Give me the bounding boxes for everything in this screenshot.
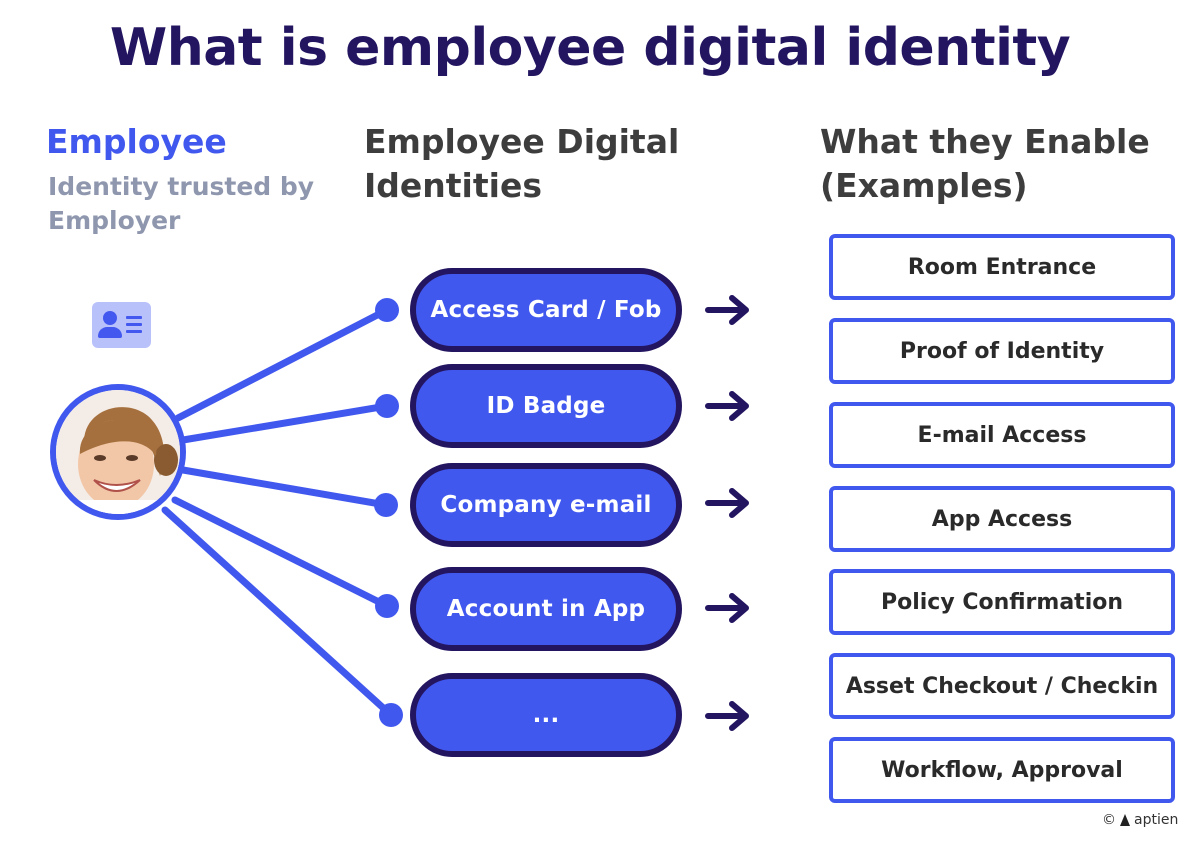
- employee-subheading: Identity trusted by Employer: [48, 170, 314, 238]
- id-card-line: [126, 323, 142, 326]
- id-card-line: [126, 316, 142, 319]
- connector-dot: [375, 298, 399, 322]
- identity-pill-account-in-app: Account in App: [410, 567, 682, 651]
- arrow-right-icon: [705, 593, 749, 623]
- enable-box-asset-checkout: Asset Checkout / Checkin: [829, 653, 1175, 719]
- identity-pill-access-card: Access Card / Fob: [410, 268, 682, 352]
- copyright-symbol: ©: [1102, 812, 1116, 828]
- identities-heading-line1: Employee Digital: [364, 122, 680, 161]
- enable-box-policy-confirmation: Policy Confirmation: [829, 569, 1175, 635]
- employee-subheading-line2: Employer: [48, 206, 181, 235]
- id-card-line: [126, 330, 142, 333]
- connector-dot: [375, 594, 399, 618]
- employee-photo: [50, 384, 186, 520]
- id-card-person-head: [103, 311, 117, 325]
- arrow-right-icon: [705, 701, 749, 731]
- connector-line: [174, 306, 391, 422]
- identity-pill-id-badge: ID Badge: [410, 364, 682, 448]
- arrow-right-icon: [705, 391, 749, 421]
- enable-box-proof-of-identity: Proof of Identity: [829, 318, 1175, 384]
- page-title: What is employee digital identity: [109, 18, 1071, 78]
- enable-box-app-access: App Access: [829, 486, 1175, 552]
- connector-dot: [374, 493, 398, 517]
- employee-heading: Employee: [46, 122, 227, 161]
- identities-heading-line2: Identities: [364, 166, 542, 205]
- id-card-icon: [92, 302, 151, 348]
- connector-line: [179, 402, 391, 444]
- enable-box-workflow-approval: Workflow, Approval: [829, 737, 1175, 803]
- identity-pill-more: ...: [410, 673, 682, 757]
- identity-pill-company-email: Company e-mail: [410, 463, 682, 547]
- enables-heading-line1: What they Enable: [820, 122, 1150, 161]
- connector-dot: [379, 703, 403, 727]
- enables-heading-line2: (Examples): [820, 166, 1028, 205]
- id-card-person-body: [98, 327, 122, 338]
- enable-box-email-access: E-mail Access: [829, 402, 1175, 468]
- aptien-logo-icon: [1120, 814, 1130, 826]
- connector-line: [179, 466, 390, 509]
- enables-heading: What they Enable (Examples): [820, 120, 1150, 208]
- connector-line: [171, 496, 391, 610]
- connector-dot: [375, 394, 399, 418]
- enable-box-room-entrance: Room Entrance: [829, 234, 1175, 300]
- employee-subheading-line1: Identity trusted by: [48, 172, 315, 201]
- footer-copyright: © aptien: [1102, 812, 1178, 828]
- arrow-right-icon: [705, 295, 749, 325]
- connector-line: [161, 506, 395, 719]
- brand-name: aptien: [1134, 812, 1179, 828]
- arrow-right-icon: [705, 488, 749, 518]
- identities-heading: Employee Digital Identities: [364, 120, 679, 208]
